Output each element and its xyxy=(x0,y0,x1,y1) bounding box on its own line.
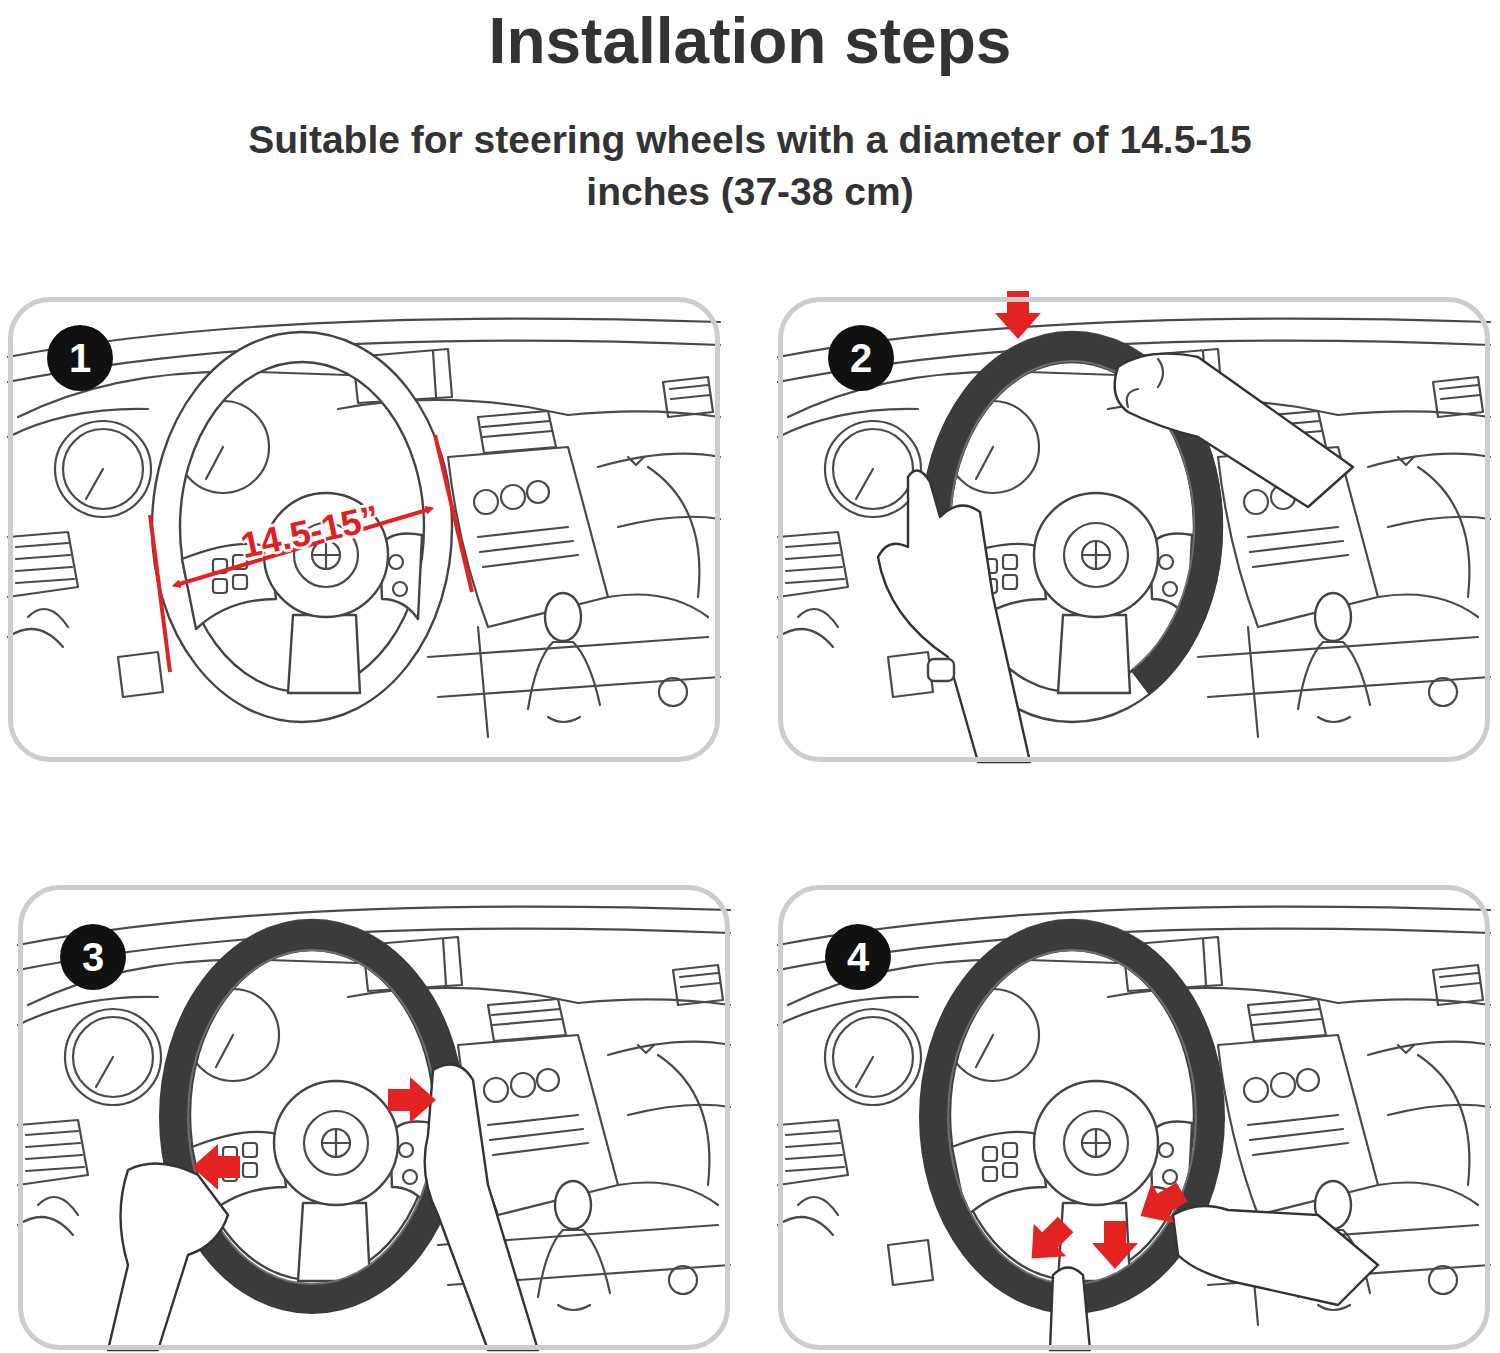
step-1-illustration xyxy=(8,319,720,737)
step-number: 4 xyxy=(825,924,891,990)
dashboard-drawing xyxy=(778,907,1490,1325)
step-2-illustration xyxy=(1127,359,1163,407)
measure-line xyxy=(435,435,472,592)
red-arrow xyxy=(1015,1208,1081,1274)
dashboard-drawing xyxy=(8,319,720,737)
step-4-illustration xyxy=(778,907,1490,1350)
red-arrow xyxy=(192,1144,240,1190)
red-arrow xyxy=(1129,1172,1194,1236)
hand xyxy=(1115,354,1353,507)
wheel-cover xyxy=(174,935,450,1299)
step-number: 3 xyxy=(60,924,126,990)
hand xyxy=(108,1164,228,1350)
step-panel: 2 xyxy=(778,297,1490,762)
dimension-label: 14.5-15” xyxy=(203,491,417,574)
red-arrow xyxy=(1092,1221,1138,1269)
hand xyxy=(425,1064,538,1350)
step-panel: 3 xyxy=(18,885,730,1350)
dashboard-drawing xyxy=(778,319,1490,737)
page-title: Installation steps xyxy=(0,4,1500,78)
steering-wheel xyxy=(152,332,452,722)
watch xyxy=(928,659,954,681)
subtitle: Suitable for steering wheels with a diam… xyxy=(220,114,1280,218)
wheel-cover xyxy=(934,935,1210,1299)
cover-seam xyxy=(188,950,436,1284)
red-arrow xyxy=(388,1077,436,1123)
steering-wheel xyxy=(162,920,462,1310)
step-number: 2 xyxy=(828,325,894,391)
hand xyxy=(878,471,1030,762)
step-panel: 4 xyxy=(778,885,1490,1350)
step-2-illustration xyxy=(778,291,1490,762)
cover-seam xyxy=(948,950,1196,1284)
step-3-illustration xyxy=(18,907,730,1350)
measure-line xyxy=(150,515,170,672)
step-number: 1 xyxy=(47,325,113,391)
hand xyxy=(1173,1206,1378,1305)
hand xyxy=(1050,1268,1090,1351)
dashboard-drawing xyxy=(18,907,730,1325)
